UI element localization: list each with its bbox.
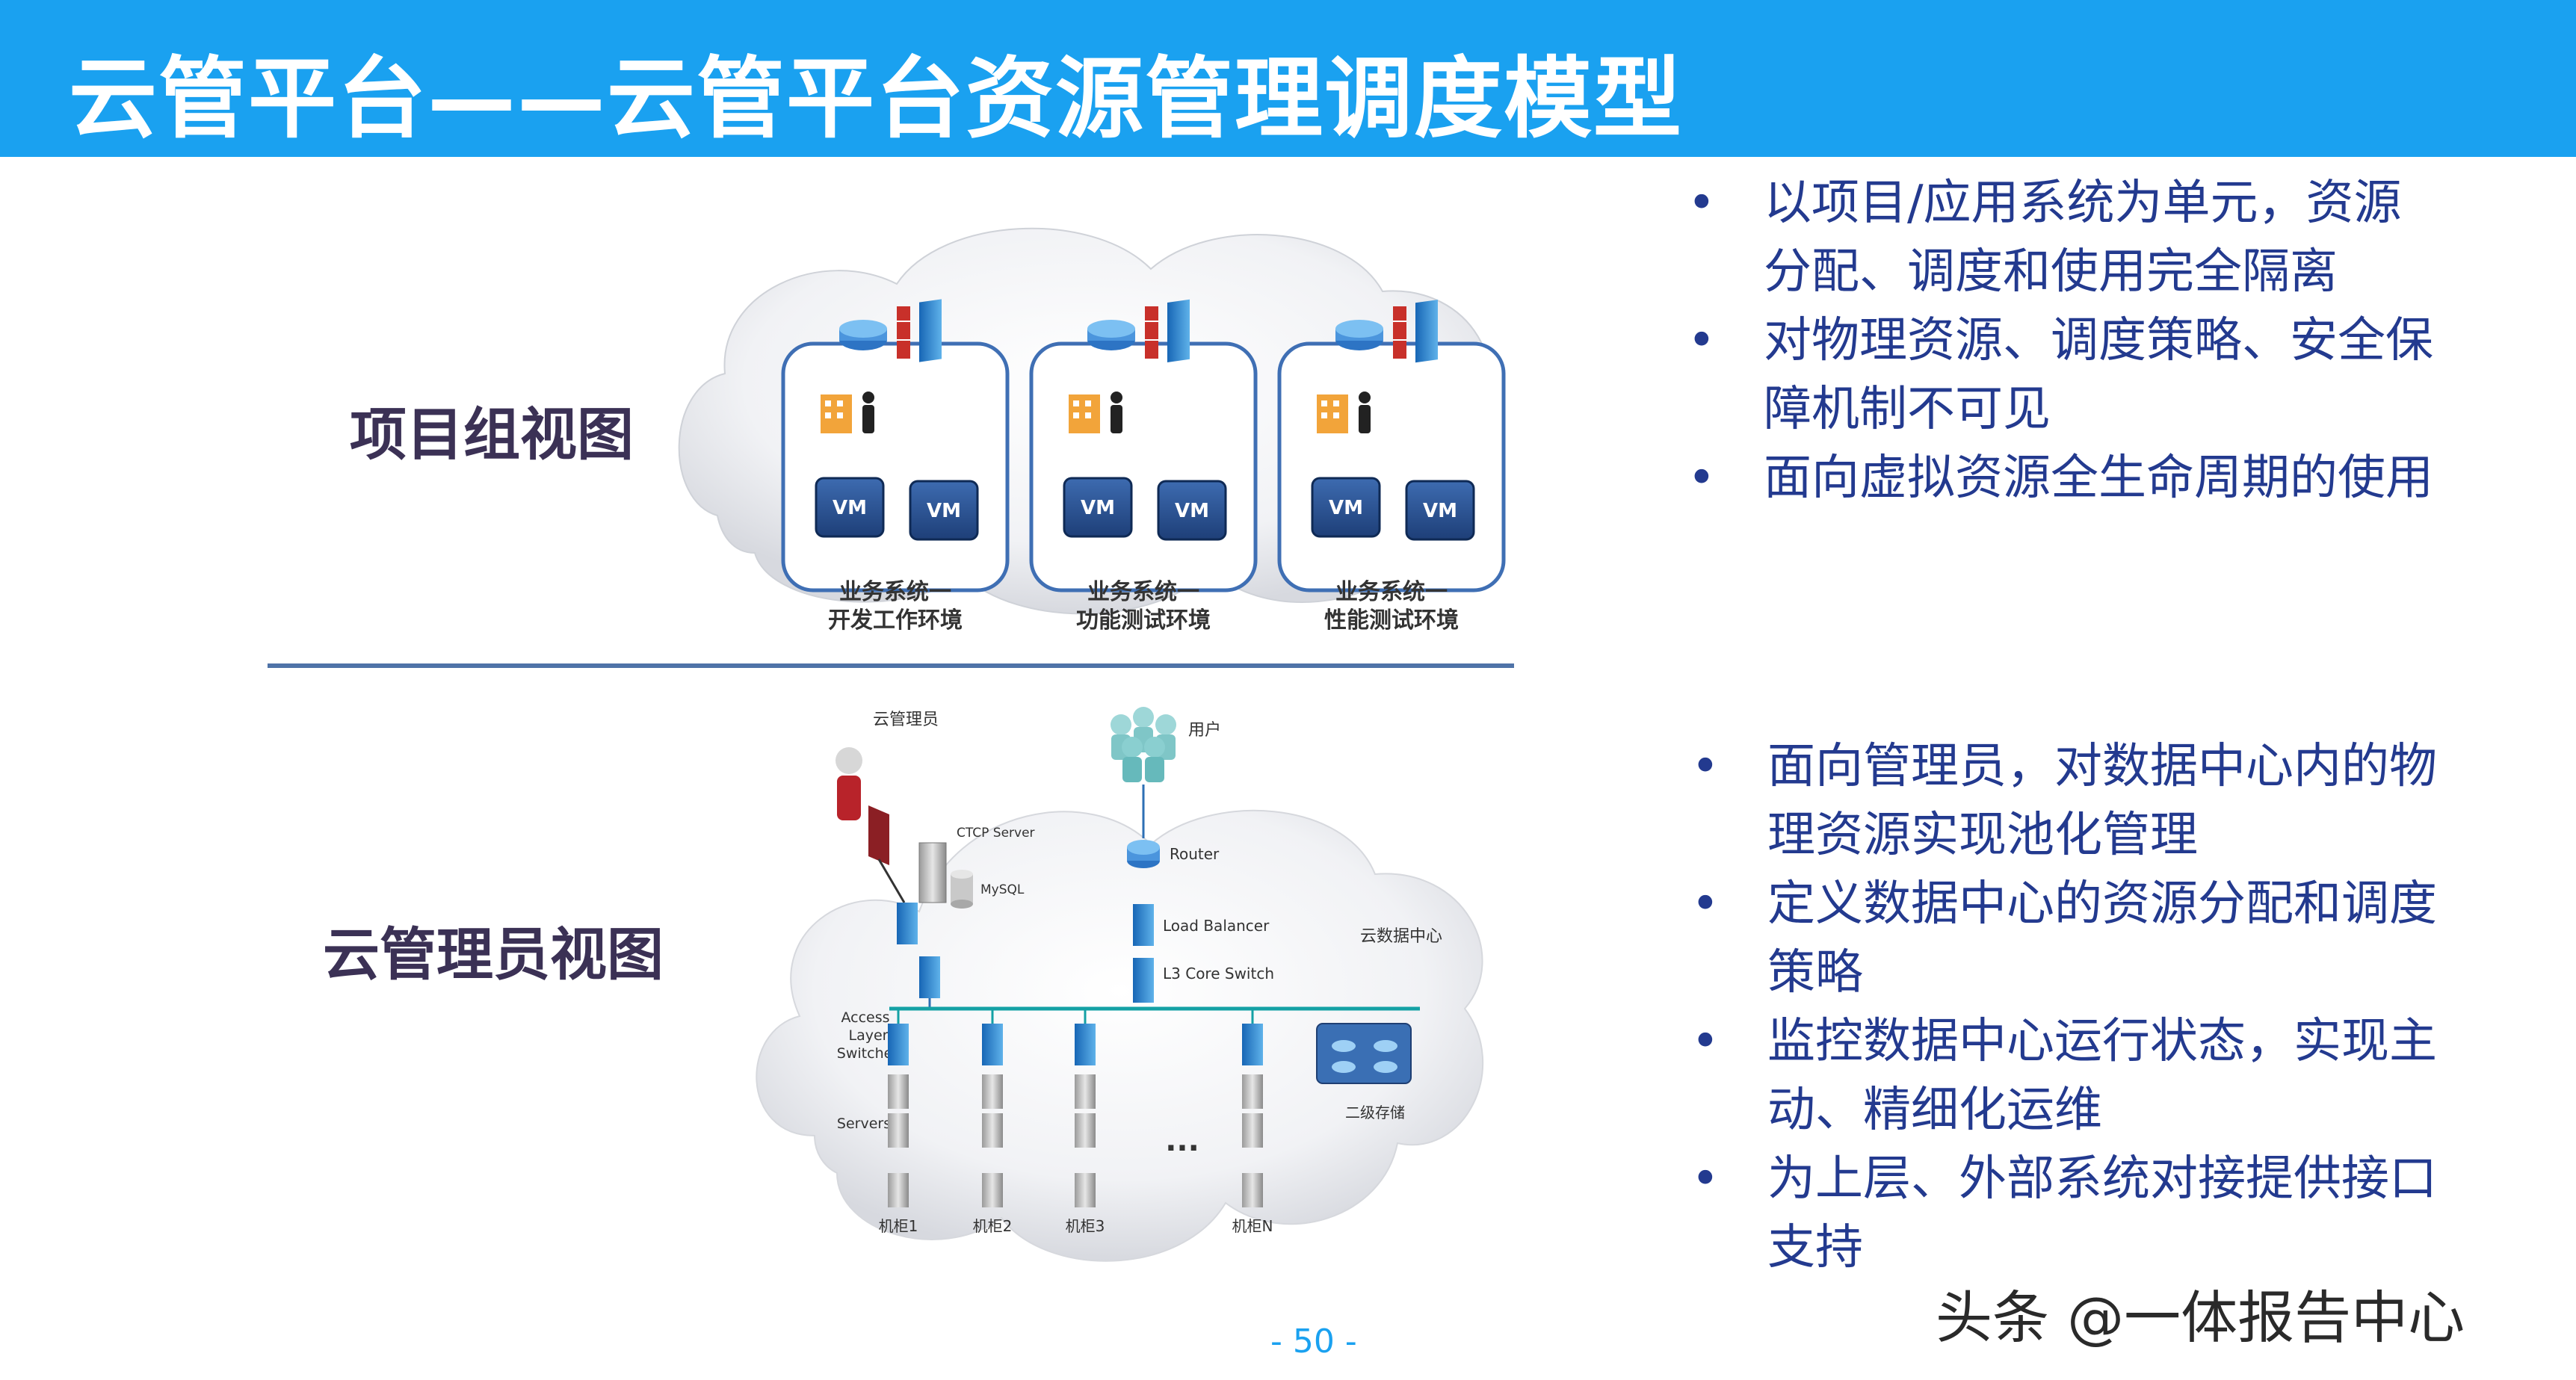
access-label-3: Switches [837, 1045, 900, 1062]
admin-view-label: 云管理员视图 [323, 921, 664, 988]
list-item: •面向虚拟资源全生命周期的使用 [1687, 444, 2435, 513]
core-switch-icon [1133, 958, 1154, 1003]
switch-icon [919, 299, 942, 362]
person-icon [1111, 392, 1122, 433]
list-item: •为上层、外部系统对接提供接口支持 [1691, 1145, 2438, 1282]
vm-icon: VM [1311, 477, 1381, 538]
title-bar: 云管平台——云管平台资源管理调度模型 [0, 0, 2576, 157]
ctcp-server-label: CTCP Server [957, 826, 1035, 841]
vm-icon: VM [909, 480, 979, 541]
list-item: •监控数据中心运行状态，实现主动、精细化运维 [1691, 1007, 2438, 1145]
system-box-2: VM VM [1029, 299, 1258, 592]
users-label: 用户 [1188, 721, 1221, 740]
bullet-icon: • [1691, 1014, 1720, 1069]
rack-2 [982, 1009, 1003, 1207]
vm-label: VM [1423, 500, 1457, 522]
cabinet-3-label: 机柜3 [1066, 1217, 1105, 1235]
load-balancer-icon [1133, 904, 1154, 946]
core-switch-label: L3 Core Switch [1163, 965, 1274, 983]
list-item: •对物理资源、调度策略、安全保障机制不可见 [1687, 306, 2435, 444]
list-item: •面向管理员，对数据中心内的物理资源实现池化管理 [1691, 732, 2438, 870]
architecture-diagram: VM VM VM VM VM VM 业务系统一 开发工作环境 业务系统一 [673, 202, 1525, 1293]
cabinet-n-label: 机柜N [1232, 1217, 1273, 1235]
person-icon [862, 392, 874, 433]
vm-label: VM [1329, 497, 1363, 519]
vm-label: VM [1081, 497, 1115, 519]
servers-label: Servers [837, 1116, 891, 1132]
ctcp-server-icon [918, 842, 947, 903]
admin-switch-icon [897, 903, 918, 944]
page-number: - 50 - [1270, 1322, 1357, 1361]
list-item: •以项目/应用系统为单元，资源分配、调度和使用完全隔离 [1687, 169, 2435, 306]
bullet-icon: • [1687, 313, 1716, 368]
project-view-label: 项目组视图 [350, 401, 634, 468]
bullet-icon: • [1691, 1151, 1720, 1207]
project-bullets: •以项目/应用系统为单元，资源分配、调度和使用完全隔离 •对物理资源、调度策略、… [1687, 169, 2435, 513]
load-balancer-label: Load Balancer [1163, 917, 1270, 935]
rack-n [1242, 1009, 1263, 1207]
rack-3 [1075, 1009, 1096, 1207]
cabinet-2-label: 机柜2 [973, 1217, 1013, 1235]
datacenter-label: 云数据中心 [1360, 927, 1442, 946]
datacenter-cloud [756, 810, 1484, 1262]
admin-firewall-icon [868, 805, 889, 865]
building-icon [1069, 394, 1100, 433]
users-icon [1111, 707, 1176, 782]
system-box-3: VM VM [1277, 300, 1506, 592]
firewall-icon [897, 306, 910, 359]
router-icon [1335, 320, 1383, 350]
watermark: 头条 @一体报告中心 [1936, 1284, 2465, 1351]
mysql-label: MySQL [980, 882, 1025, 897]
vm-label: VM [833, 497, 867, 519]
vm-label: VM [1175, 500, 1209, 522]
system-2-line2: 功能测试环境 [1076, 607, 1211, 634]
access-label-2: Layer [849, 1027, 889, 1044]
system-1-line1: 业务系统一 [839, 579, 951, 605]
router-label: Router [1170, 845, 1220, 863]
rack-1 [888, 1009, 909, 1207]
router-icon [839, 320, 887, 350]
cabinet-1-label: 机柜1 [879, 1217, 918, 1235]
vm-icon: VM [1405, 480, 1475, 541]
admin-bullets: •面向管理员，对数据中心内的物理资源实现池化管理 •定义数据中心的资源分配和调度… [1691, 732, 2438, 1282]
router-icon [1087, 320, 1135, 350]
vm-icon: VM [1063, 477, 1133, 538]
section-divider [268, 663, 1514, 668]
person-icon [1359, 392, 1371, 433]
admin-label: 云管理员 [873, 711, 939, 729]
racks-ellipsis: ... [1165, 1124, 1199, 1158]
storage-icon [1316, 1023, 1412, 1084]
storage-label: 二级存储 [1345, 1104, 1405, 1121]
bullet-icon: • [1687, 176, 1716, 231]
system-1-line2: 开发工作环境 [828, 607, 963, 634]
vm-icon: VM [815, 477, 885, 538]
bullet-icon: • [1687, 451, 1716, 506]
access-label-1: Access [841, 1009, 889, 1026]
firewall-icon [1145, 306, 1158, 359]
switch-icon [1415, 300, 1438, 363]
list-item: •定义数据中心的资源分配和调度策略 [1691, 870, 2438, 1007]
dc-router-icon [1127, 840, 1160, 868]
admin-person-icon [835, 747, 862, 820]
admin-switch-icon [919, 956, 940, 998]
vm-label: VM [927, 500, 961, 522]
system-box-1: VM VM [781, 299, 1010, 592]
page-title: 云管平台——云管平台资源管理调度模型 [69, 47, 1684, 150]
bullet-icon: • [1691, 739, 1720, 794]
building-icon [821, 394, 852, 433]
vm-icon: VM [1157, 480, 1227, 541]
mysql-db-icon [951, 870, 973, 909]
system-3-line2: 性能测试环境 [1324, 607, 1459, 634]
system-2-line1: 业务系统一 [1087, 579, 1199, 605]
firewall-icon [1393, 306, 1406, 359]
building-icon [1317, 394, 1348, 433]
bullet-icon: • [1691, 876, 1720, 932]
switch-icon [1167, 299, 1190, 362]
system-3-line1: 业务系统一 [1335, 579, 1448, 605]
